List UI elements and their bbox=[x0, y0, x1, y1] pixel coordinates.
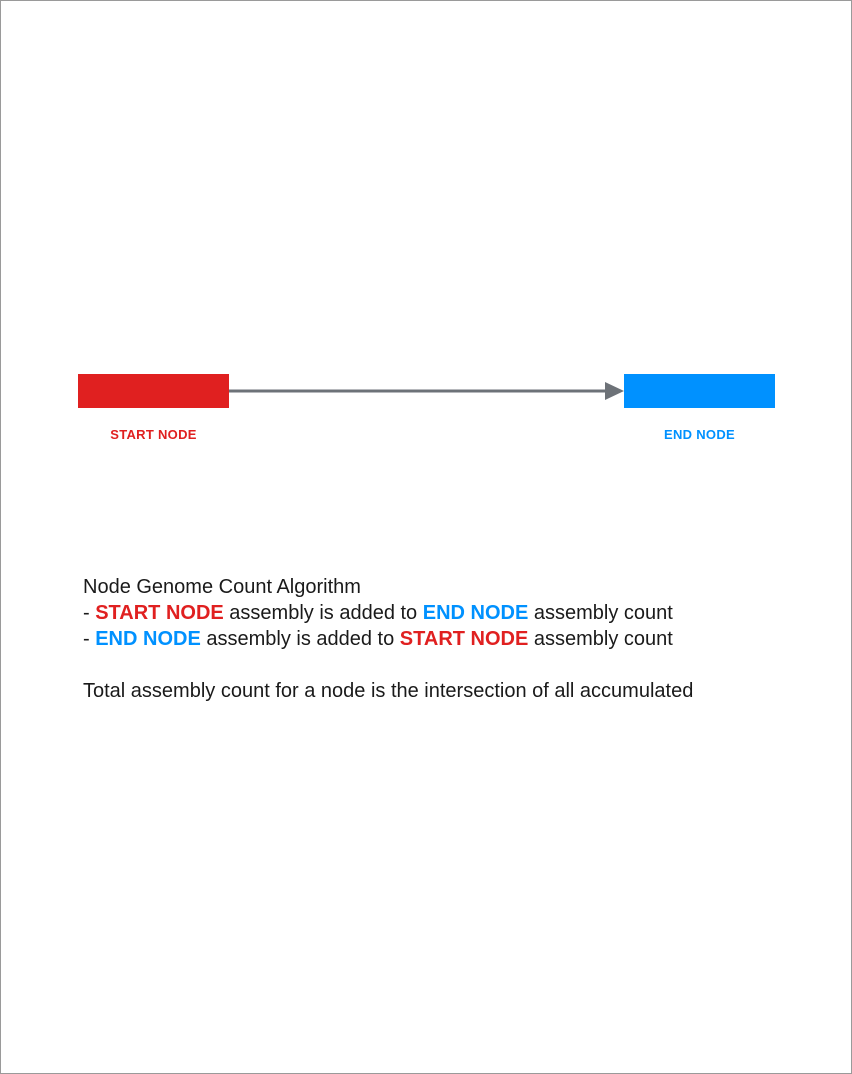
arrow-head-icon bbox=[605, 382, 624, 400]
rule-2-middle: assembly is added to bbox=[200, 628, 400, 650]
rule-2: - END NODE assembly is added to START NO… bbox=[83, 626, 693, 652]
rule-1-middle: assembly is added to bbox=[223, 602, 423, 624]
rule-1-suffix: assembly count bbox=[528, 602, 673, 624]
spacer bbox=[83, 652, 693, 678]
rule-2-source: END NODE bbox=[95, 628, 201, 650]
rule-1-target: END NODE bbox=[422, 602, 529, 624]
rule-1: - START NODE assembly is added to END NO… bbox=[83, 600, 693, 626]
rule-2-prefix: - bbox=[83, 628, 96, 650]
rule-1-source: START NODE bbox=[95, 602, 224, 624]
end-node-box bbox=[624, 374, 775, 408]
algorithm-title: Node Genome Count Algorithm bbox=[83, 576, 361, 598]
end-node-label: END NODE bbox=[663, 427, 736, 442]
summary-text: Total assembly count for a node is the i… bbox=[83, 680, 694, 702]
algorithm-description: Node Genome Count Algorithm - START NODE… bbox=[83, 574, 693, 704]
rule-2-suffix: assembly count bbox=[528, 628, 673, 650]
rule-1-prefix: - bbox=[83, 602, 96, 624]
start-node-label: START NODE bbox=[110, 427, 197, 442]
start-node-box bbox=[78, 374, 229, 408]
rule-2-target: START NODE bbox=[399, 628, 529, 650]
edge-arrow bbox=[229, 382, 624, 400]
